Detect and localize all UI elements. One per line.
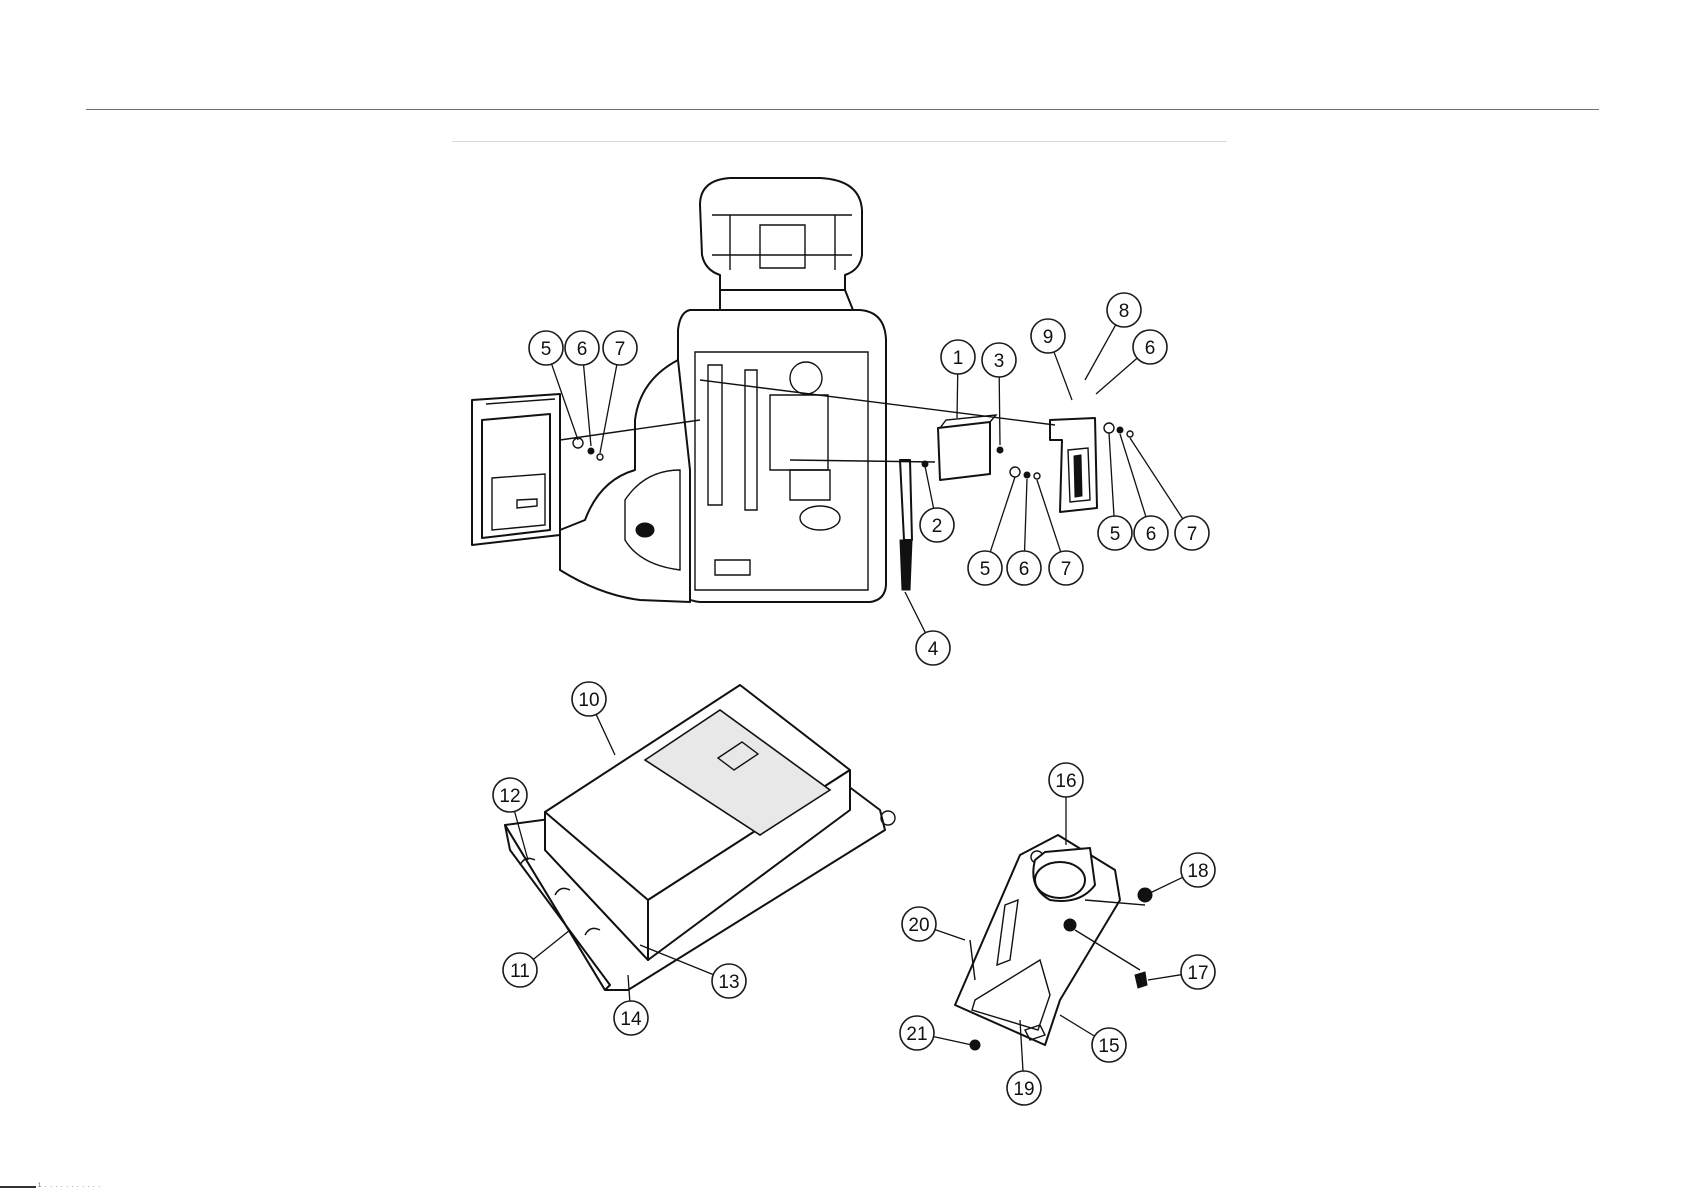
callout-6: 6 <box>565 331 599 446</box>
callout-number: 7 <box>1061 559 1072 580</box>
callout-leader-line <box>1120 434 1146 517</box>
callout-number: 5 <box>980 559 991 580</box>
callout-number: 9 <box>1043 327 1054 348</box>
callout-leader-line <box>1060 1015 1095 1036</box>
callout-number: 8 <box>1119 301 1130 322</box>
callout-number: 2 <box>932 516 943 537</box>
callout-number: 18 <box>1187 861 1208 882</box>
callout-leader-line <box>533 930 570 959</box>
callout-leader-line <box>1096 358 1137 394</box>
footer-mark <box>0 1186 36 1188</box>
callout-18: 18 <box>1150 853 1215 893</box>
callout-6: 6 <box>1007 479 1041 585</box>
callout-leader-line <box>600 365 617 453</box>
callout-17: 17 <box>1148 955 1215 989</box>
callout-number: 16 <box>1055 771 1076 792</box>
callout-number: 11 <box>510 961 530 982</box>
callout-15: 15 <box>1060 1015 1126 1062</box>
callout-number: 21 <box>906 1024 927 1045</box>
callout-8: 8 <box>1085 293 1141 380</box>
callout-number: 6 <box>1146 524 1157 545</box>
control-plate <box>938 415 996 480</box>
callout-20: 20 <box>902 907 965 941</box>
callout-leader-line <box>1148 975 1181 980</box>
gas-spring <box>900 460 912 590</box>
callout-1: 1 <box>941 340 975 418</box>
top-electrical-box <box>472 394 560 545</box>
callout-leader-line <box>584 365 591 446</box>
callout-leader-line <box>1085 325 1116 380</box>
battery-box-assembly <box>505 685 895 990</box>
callout-leader-line <box>957 374 958 418</box>
solenoid-assembly <box>955 835 1152 1050</box>
callout-21: 21 <box>900 1016 972 1050</box>
callout-number: 12 <box>499 786 520 807</box>
callout-11: 11 <box>503 930 570 987</box>
callout-9: 9 <box>1031 319 1072 400</box>
callout-number: 6 <box>1145 338 1156 359</box>
callout-leader-line <box>1150 877 1183 893</box>
callout-16: 16 <box>1049 763 1083 845</box>
callout-leader-line <box>999 377 1000 445</box>
callout-5: 5 <box>1098 433 1132 550</box>
callout-leader-line <box>935 930 965 940</box>
callout-leader-line <box>925 466 934 508</box>
callout-6: 6 <box>1096 330 1167 394</box>
callout-number: 10 <box>578 690 599 711</box>
callout-number: 20 <box>908 915 929 936</box>
callout-leader-line <box>934 1037 972 1045</box>
callout-number: 4 <box>928 639 939 660</box>
callout-number: 5 <box>541 339 552 360</box>
callout-leader-line <box>1037 480 1061 552</box>
callout-number: 1 <box>953 348 964 369</box>
footer-text: 1 . . . . . . . . . . . <box>38 1183 101 1189</box>
callout-number: 15 <box>1098 1036 1119 1057</box>
callout-leader-line <box>596 714 615 755</box>
callout-number: 19 <box>1013 1079 1034 1100</box>
main-housing <box>560 178 886 602</box>
callout-leader-line <box>990 477 1015 552</box>
callout-number: 3 <box>994 351 1005 372</box>
callout-leader-line <box>1109 433 1114 516</box>
callout-leader-line <box>905 592 925 633</box>
callout-leader-line <box>1025 479 1027 551</box>
right-bracket <box>1050 418 1097 512</box>
callout-number: 17 <box>1187 963 1208 984</box>
callout-number: 14 <box>620 1009 642 1030</box>
callout-10: 10 <box>572 682 615 755</box>
callout-number: 13 <box>718 972 739 993</box>
callout-number: 7 <box>615 339 626 360</box>
callout-number: 5 <box>1110 524 1121 545</box>
callout-number: 6 <box>577 339 588 360</box>
callout-7: 7 <box>600 331 637 453</box>
callout-number: 6 <box>1019 559 1030 580</box>
callout-leader-line <box>1130 438 1183 519</box>
callout-number: 7 <box>1187 524 1198 545</box>
callout-leader-line <box>1054 352 1072 400</box>
callout-4: 4 <box>905 592 950 665</box>
